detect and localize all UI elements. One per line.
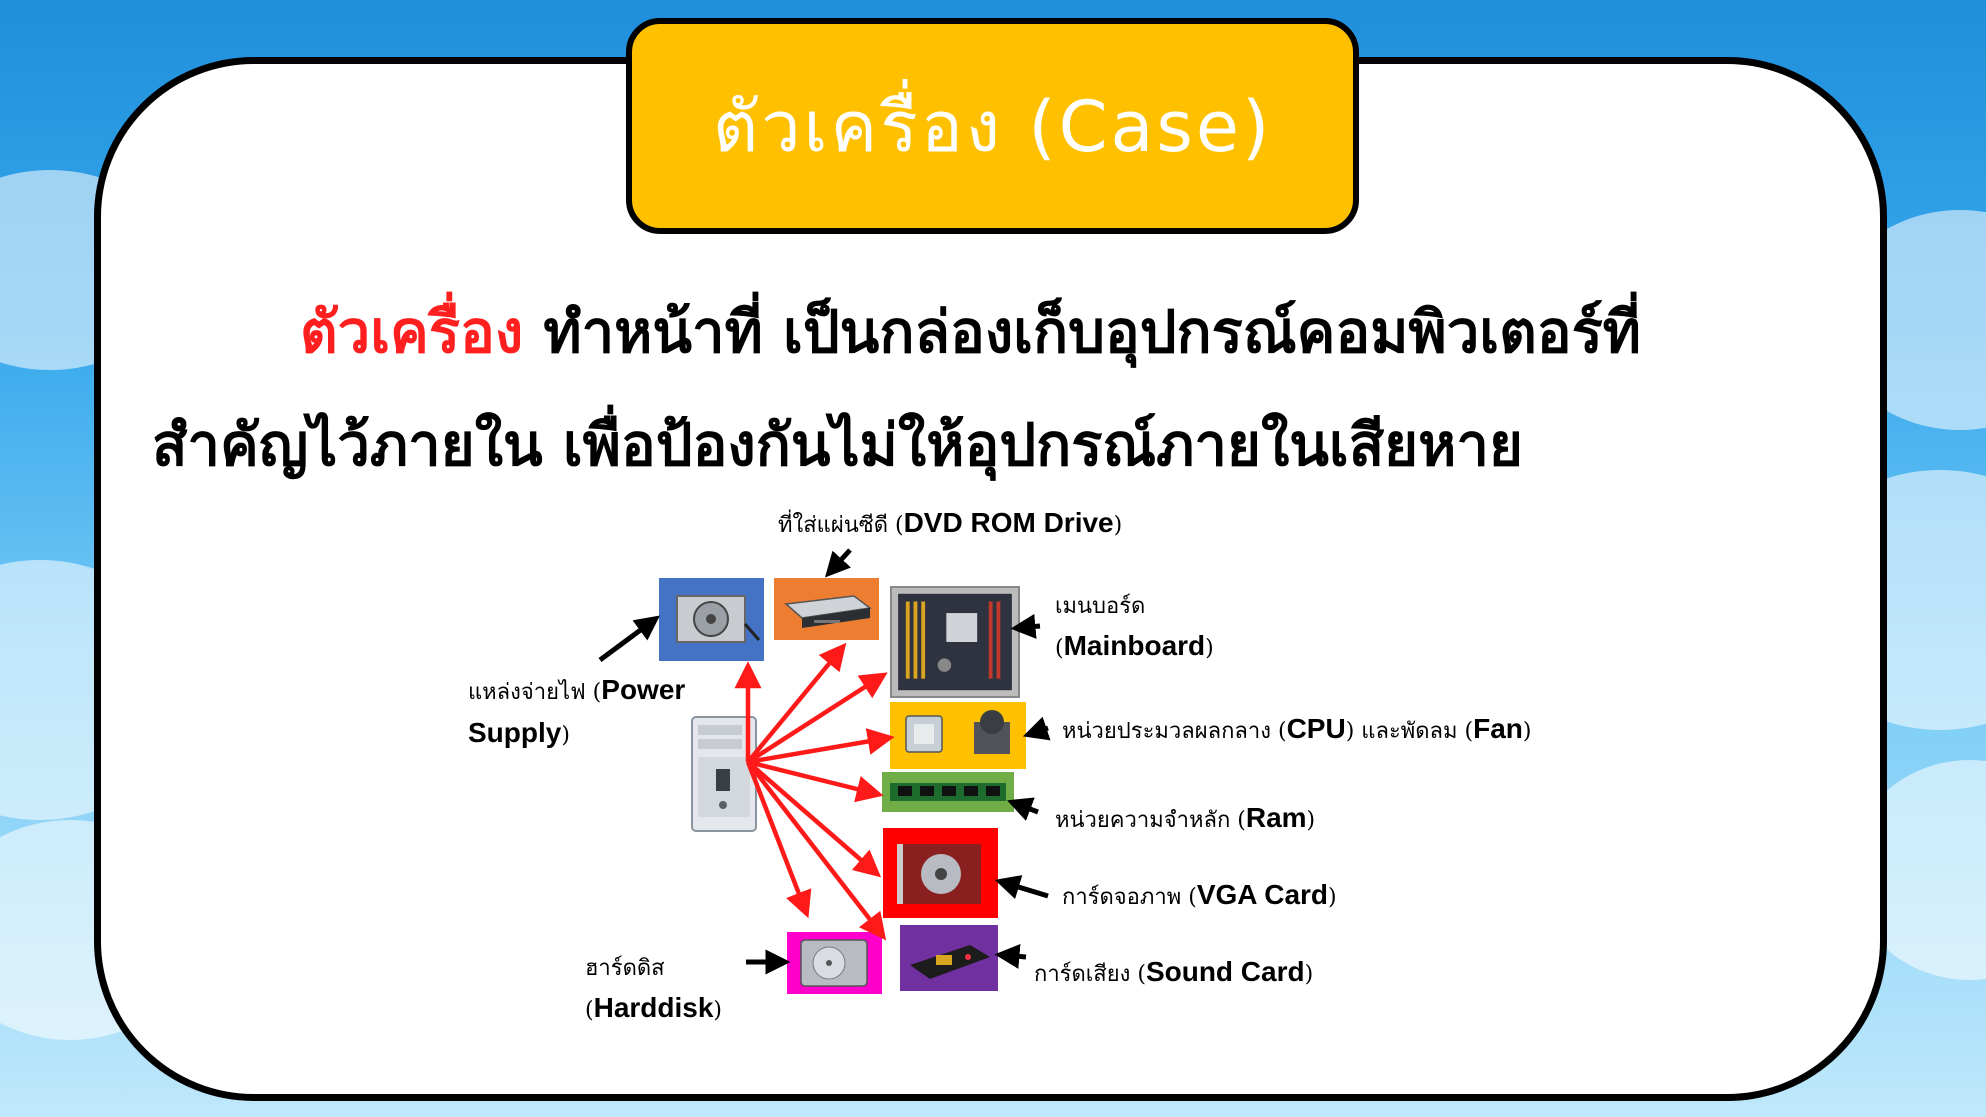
arrow-to-sound-card bbox=[746, 760, 887, 941]
cpu-fan-image bbox=[890, 702, 1026, 769]
cpu-fan-icon bbox=[905, 710, 1010, 754]
description-line-2: สำคัญไว้ภายใน เพื่อป้องกันไม่ให้อุปกรณ์ภ… bbox=[152, 411, 1523, 479]
power-supply-image bbox=[659, 578, 764, 661]
sound-card-icon bbox=[910, 945, 990, 979]
computer-case-icon bbox=[691, 716, 757, 832]
dvd-drive-icon bbox=[784, 595, 872, 628]
computer-case-image bbox=[688, 713, 760, 835]
label-sound-card: การ์ดเสียง (Sound Card) bbox=[1034, 956, 1314, 987]
label-cpu-fan: หน่วยประมวลผลกลาง (CPU) และพัดลม (Fan) bbox=[1062, 713, 1532, 744]
slide-title: ตัวเครื่อง (Case) bbox=[712, 85, 1273, 168]
label-power-supply: แหล่งจ่ายไฟ (Power Supply) bbox=[468, 674, 686, 749]
pointer-power-supply bbox=[598, 615, 661, 663]
arrow-to-harddisk bbox=[745, 761, 812, 919]
pointer-dvd bbox=[824, 548, 852, 578]
description-line-1: ตัวเครื่อง ทำหน้าที่ เป็นกล่องเก็บอุปกรณ… bbox=[300, 285, 1641, 378]
arrow-to-mainboard bbox=[746, 672, 888, 764]
vga-card-image bbox=[883, 828, 998, 918]
arrow-to-cpu bbox=[747, 728, 895, 765]
dvd-drive-image bbox=[774, 578, 879, 640]
label-mainboard: เมนบอร์ด (Mainboard) bbox=[1055, 594, 1214, 662]
black-pointer-arrows bbox=[598, 548, 1051, 975]
ram-icon bbox=[890, 783, 1006, 801]
harddisk-image bbox=[787, 932, 882, 994]
label-dvd-drive: ที่ใส่แผ่นซีดี (DVD ROM Drive) bbox=[778, 507, 1123, 538]
mainboard-image bbox=[890, 586, 1020, 698]
title-box: ตัวเครื่อง (Case) bbox=[626, 18, 1359, 234]
pointer-ram bbox=[1006, 797, 1039, 821]
pointer-sound-card bbox=[994, 943, 1027, 969]
harddisk-icon bbox=[800, 939, 868, 987]
pointer-cpu bbox=[1022, 716, 1051, 741]
red-connector-arrows bbox=[734, 642, 895, 941]
mainboard-icon bbox=[898, 593, 1012, 691]
pointer-vga bbox=[994, 875, 1049, 900]
ram-image bbox=[882, 772, 1014, 812]
arrow-to-ram bbox=[747, 759, 884, 803]
description-line-1-text: ทำหน้าที่ เป็นกล่องเก็บอุปกรณ์คอมพิวเตอร… bbox=[523, 298, 1642, 366]
pointer-mainboard bbox=[1010, 613, 1041, 639]
sound-card-image bbox=[900, 925, 998, 991]
power-supply-icon bbox=[676, 595, 761, 643]
label-harddisk: ฮาร์ดดิส (Harddisk) bbox=[585, 956, 723, 1024]
label-ram: หน่วยความจำหลัก (Ram) bbox=[1055, 802, 1316, 833]
description-highlight: ตัวเครื่อง bbox=[300, 298, 524, 366]
vga-card-icon bbox=[897, 844, 981, 904]
arrow-to-dvd bbox=[746, 642, 847, 764]
arrow-to-vga bbox=[746, 760, 882, 878]
label-vga-card: การ์ดจอภาพ (VGA Card) bbox=[1062, 879, 1337, 910]
